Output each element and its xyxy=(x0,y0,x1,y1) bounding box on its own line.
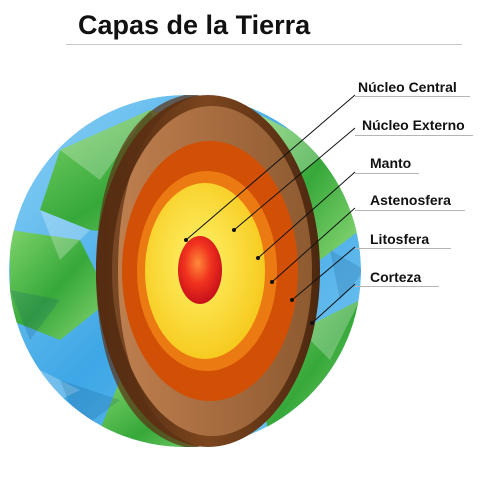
label-litosfera: Litosfera xyxy=(370,231,430,247)
leader-line xyxy=(271,207,356,283)
leader-line xyxy=(291,246,356,301)
leader-dots xyxy=(184,228,314,325)
label-underline xyxy=(355,96,470,97)
label-underline xyxy=(355,173,419,174)
label-astenosfera: Astenosfera xyxy=(370,192,451,208)
label-nucleo-central: Núcleo Central xyxy=(358,79,457,95)
label-nucleo-externo: Núcleo Externo xyxy=(362,117,465,133)
leader-lines xyxy=(185,94,356,324)
page-title: Capas de la Tierra xyxy=(78,10,311,40)
cut-face-shadow xyxy=(96,95,200,447)
title-divider xyxy=(66,44,462,45)
label-corteza: Corteza xyxy=(370,269,422,285)
label-underline xyxy=(355,210,465,211)
leader-line xyxy=(233,127,356,231)
land-mass xyxy=(10,230,110,340)
label-underline xyxy=(355,248,451,249)
leader-line xyxy=(311,283,356,324)
leader-line xyxy=(185,94,356,241)
cross-section xyxy=(96,95,320,447)
label-manto: Manto xyxy=(370,155,412,171)
label-underline xyxy=(355,135,473,136)
label-underline xyxy=(355,286,439,287)
layer-inner-core xyxy=(178,236,222,304)
land-mass xyxy=(260,300,361,440)
leader-line xyxy=(257,171,356,259)
